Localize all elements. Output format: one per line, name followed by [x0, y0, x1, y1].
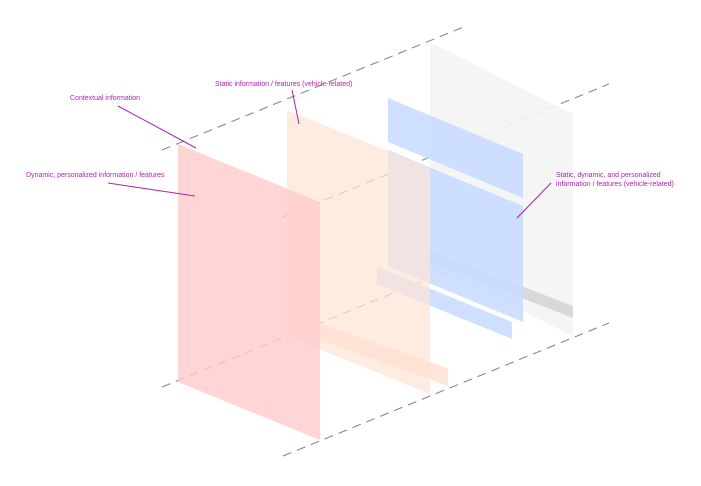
label-static-information: Static information / features (vehicle-r…: [215, 81, 353, 88]
static-plane-bottom-strip: [305, 318, 448, 386]
guide-line-bottom-right: [282, 322, 610, 457]
leader-dynamic: [107, 182, 196, 197]
static-plane-main: [287, 110, 430, 394]
annotation-leaders: [107, 89, 552, 219]
leader-static: [291, 89, 300, 125]
guide-line-top-left: [161, 25, 467, 151]
leader-combined: [516, 182, 552, 219]
combined-plane-top-strip: [388, 98, 523, 198]
label-contextual-information: Contextual information: [70, 95, 141, 102]
label-combined-line2: information / features (vehicle-related): [556, 181, 674, 188]
label-combined-line1: Static, dynamic, and personalized: [556, 172, 661, 179]
leader-contextual: [117, 105, 197, 149]
dynamic-plane: [178, 144, 320, 440]
dynamic-plane-main: [178, 144, 320, 440]
label-dynamic-personalized: Dynamic, personalized information / feat…: [26, 172, 165, 179]
label-combined-information: Static, dynamic, and personalized inform…: [556, 171, 674, 189]
static-plane: [287, 110, 448, 394]
